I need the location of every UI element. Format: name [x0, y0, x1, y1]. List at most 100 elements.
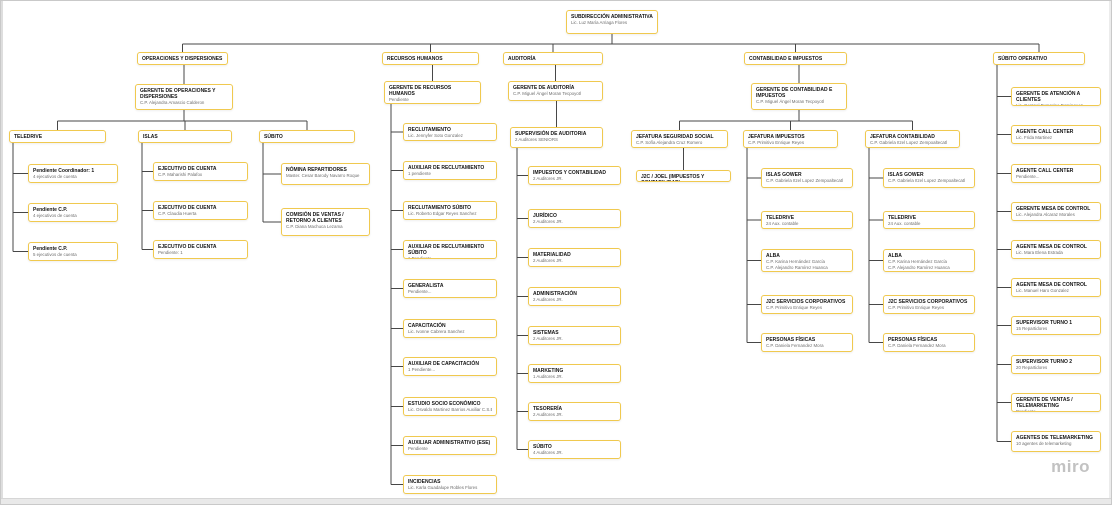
org-node-op[interactable]: OPERACIONES Y DISPERSIONES — [137, 52, 228, 65]
org-node-ci_ger[interactable]: GERENTE DE CONTABILIDAD E IMPUESTOSC.P. … — [751, 83, 847, 110]
org-node-so10[interactable]: AGENTES DE TELEMARKETING10 agentes de te… — [1011, 431, 1101, 452]
org-node-is2[interactable]: EJECUTIVO DE CUENTAC.P. Claudia Huerta — [153, 201, 248, 220]
org-node-subtitle: C.P. Gabriela Itzel Lopez Zempoaltecatl — [766, 178, 848, 184]
org-node-so5[interactable]: AGENTE MESA DE CONTROLLic. Mara Elena Es… — [1011, 240, 1101, 259]
org-node-aud_sup[interactable]: SUPERVISIÓN DE AUDITORIA2 Auditores SENI… — [510, 127, 603, 148]
org-node-jc[interactable]: JEFATURA CONTABILIDADC.P. Gabriela Itzel… — [865, 130, 960, 148]
org-node-rh8[interactable]: ESTUDIO SOCIO ECONÓMICOLic. Osvaldo Mart… — [403, 397, 497, 416]
org-node-islas[interactable]: ISLAS — [138, 130, 232, 143]
org-node-au7[interactable]: TESORERÍA2 Auditores JR. — [528, 402, 621, 421]
org-node-ji4[interactable]: J2C SERVICIOS CORPORATIVOSC.P. Primitivo… — [761, 295, 853, 314]
org-node-root[interactable]: SUBDIRECCIÓN ADMINISTRATIVALic. Luz Marí… — [566, 10, 658, 34]
org-node-subito[interactable]: SÚBITO — [259, 130, 355, 143]
org-node-title: AUXILIAR ADMINISTRATIVO (ESE) — [408, 440, 492, 446]
org-node-is3[interactable]: EJECUTIVO DE CUENTAPendiente: 1 — [153, 240, 248, 259]
org-node-subtitle: Pendiente — [408, 446, 492, 452]
org-node-is1[interactable]: EJECUTIVO DE CUENTAC.P. Maharishi Palafo… — [153, 162, 248, 181]
org-node-title: SÚBITO OPERATIVO — [998, 56, 1080, 62]
org-node-rh4[interactable]: AUXILIAR DE RECLUTAMIENTO SÚBITO1 Pendie… — [403, 240, 497, 259]
org-node-subtitle: 4 ejecutivos de cuenta — [33, 213, 113, 219]
org-node-subtitle: 2 Auditores JR. — [533, 336, 616, 342]
org-node-aud_ger[interactable]: GERENTE DE AUDITORÍAC.P. Miguel Ángel Mo… — [508, 81, 603, 101]
org-node-so3[interactable]: AGENTE CALL CENTERPendiente... — [1011, 164, 1101, 183]
org-node-title: AUDITORÍA — [508, 56, 598, 62]
org-node-td2[interactable]: Pendiente C.P.4 ejecutivos de cuenta — [28, 203, 118, 222]
org-node-au2[interactable]: JURÍDICO2 Auditores JR. — [528, 209, 621, 228]
org-node-subtitle: Pendiente... — [408, 289, 492, 295]
org-node-op_ger[interactable]: GERENTE DE OPERACIONES Y DISPERSIONESC.P… — [135, 84, 233, 110]
org-node-rh9[interactable]: AUXILIAR ADMINISTRATIVO (ESE)Pendiente — [403, 436, 497, 455]
org-node-jc1[interactable]: ISLAS GOWERC.P. Gabriela Itzel Lopez Zem… — [883, 168, 975, 188]
org-node-au5[interactable]: SISTEMAS2 Auditores JR. — [528, 326, 621, 345]
org-node-subtitle: Lic. Alejandra Alcaraz Morales — [1016, 212, 1096, 218]
org-node-title: SUBDIRECCIÓN ADMINISTRATIVA — [571, 14, 653, 20]
org-node-title: GERENTE MESA DE CONTROL — [1016, 206, 1096, 212]
org-node-rh1[interactable]: RECLUTAMIENTOLic. Jennyfer Soto Gonzalez — [403, 123, 497, 141]
org-node-subtitle: Lic. Frida Martinez — [1016, 135, 1096, 141]
org-node-rh6[interactable]: CAPACITACIÓNLic. Ivonne Cabrera Sanchez — [403, 319, 497, 338]
org-node-au4[interactable]: ADMINISTRACIÓN2 Auditores JR. — [528, 287, 621, 306]
org-node-rh[interactable]: RECURSOS HUMANOS — [382, 52, 479, 65]
org-node-jc4[interactable]: J2C SERVICIOS CORPORATIVOSC.P. Primitivo… — [883, 295, 975, 314]
org-node-subtitle: 4 Auditores JR. — [533, 450, 616, 456]
org-node-so7[interactable]: SUPERVISOR TURNO 115 Repartidores — [1011, 316, 1101, 335]
org-node-so4[interactable]: GERENTE MESA DE CONTROLLic. Alejandra Al… — [1011, 202, 1101, 221]
org-node-ji1[interactable]: ISLAS GOWERC.P. Gabriela Itzel Lopez Zem… — [761, 168, 853, 188]
org-node-subtitle: C.P. Diana Machuca Lezama — [286, 224, 365, 230]
org-node-jc3[interactable]: ALBAC.P. Karina Hernández GarcíaC.P. Ale… — [883, 249, 975, 272]
org-node-so[interactable]: SÚBITO OPERATIVO — [993, 52, 1085, 65]
org-node-subtitle: 1 Pendiente... — [408, 256, 492, 259]
org-node-jc2[interactable]: TELEDRIVE24 Aux. contable — [883, 211, 975, 229]
org-node-subtitle: C.P. Miguel Ángel Moran Tecpoyotl — [756, 99, 842, 105]
org-node-title: GERENTE DE VENTAS / TELEMARKETING — [1016, 397, 1096, 410]
org-node-so1[interactable]: GERENTE DE ATENCIÓN A CLIENTESLic. Gerza… — [1011, 87, 1101, 106]
org-node-rh7[interactable]: AUXILIAR DE CAPACITACIÓN1 Pendiente... — [403, 357, 497, 376]
org-node-title: AUXILIAR DE RECLUTAMIENTO — [408, 165, 492, 171]
org-node-jc5[interactable]: PERSONAS FÍSICASC.P. Daniela Fernandez M… — [883, 333, 975, 352]
org-node-teledrive[interactable]: TELEDRIVE — [9, 130, 106, 143]
org-node-rh2[interactable]: AUXILIAR DE RECLUTAMIENTO1 pendiente — [403, 161, 497, 180]
org-node-ci[interactable]: CONTABILIDAD E IMPUESTOS — [744, 52, 847, 65]
org-node-subtitle: C.P. Alejandro Ramírez Huanca — [766, 265, 848, 271]
org-node-so2[interactable]: AGENTE CALL CENTERLic. Frida Martinez — [1011, 125, 1101, 144]
org-node-ji3[interactable]: ALBAC.P. Karina Hernández GarcíaC.P. Ale… — [761, 249, 853, 272]
horizontal-scrollbar[interactable] — [0, 498, 1112, 505]
org-node-ji[interactable]: JEFATURA IMPUESTOSC.P. Primitivo Enrique… — [743, 130, 838, 148]
org-node-so8[interactable]: SUPERVISOR TURNO 220 Repartidores — [1011, 355, 1101, 374]
org-node-subtitle: 2 Auditores JR. — [533, 412, 616, 418]
org-node-title: J2C SERVICIOS CORPORATIVOS — [766, 299, 848, 305]
org-node-td1[interactable]: Pendiente Coordinador: 14 ejecutivos de … — [28, 164, 118, 183]
org-node-rh3[interactable]: RECLUTAMIENTO SÚBITOLic. Roberto Edgar R… — [403, 201, 497, 220]
org-node-subtitle: 4 ejecutivos de cuenta — [33, 174, 113, 180]
org-node-subtitle: C.P. Miguel Ángel Moran Tecpoyotl — [513, 91, 598, 97]
org-node-subtitle: C.P. Sofía Alejandra Cruz Romero — [636, 140, 723, 146]
org-node-subtitle: C.P. Gabriela Itzel Lopez Zempoaltecatl — [888, 178, 970, 184]
org-node-jss1[interactable]: J2C / JOEL (IMPUESTOS Y CONTABILIDAD) — [636, 170, 731, 182]
org-node-su2[interactable]: COMISIÓN DE VENTAS / RETORNO A CLIENTESC… — [281, 208, 370, 236]
org-node-subtitle: 2 Auditores SENIORS — [515, 137, 598, 143]
org-node-au3[interactable]: MATERIALIDAD2 Auditores JR. — [528, 248, 621, 267]
org-node-ji2[interactable]: TELEDRIVE24 Aux. contable — [761, 211, 853, 229]
org-node-ji5[interactable]: PERSONAS FÍSICASC.P. Daniela Fernandez M… — [761, 333, 853, 352]
org-node-au6[interactable]: MARKETING1 Auditores JR. — [528, 364, 621, 383]
org-node-subtitle: C.P. Primitivo Enrique Reyes — [748, 140, 833, 146]
org-node-td3[interactable]: Pendiente C.P.5 ejecutivos de cuenta — [28, 242, 118, 261]
org-node-title: ESTUDIO SOCIO ECONÓMICO — [408, 401, 492, 407]
org-node-aud[interactable]: AUDITORÍA — [503, 52, 603, 65]
org-node-so6[interactable]: AGENTE MESA DE CONTROLLic. Manuel Haro G… — [1011, 278, 1101, 297]
org-node-au1[interactable]: IMPUESTOS Y CONTABILIDAD2 Auditores JR. — [528, 166, 621, 185]
org-node-au8[interactable]: SÚBITO4 Auditores JR. — [528, 440, 621, 459]
org-node-title: GERENTE DE ATENCIÓN A CLIENTES — [1016, 91, 1096, 104]
org-node-subtitle: 1 pendiente — [408, 171, 492, 177]
org-node-jss[interactable]: JEFATURA SEGURIDAD SOCIALC.P. Sofía Alej… — [631, 130, 728, 148]
org-node-title: JEFATURA SEGURIDAD SOCIAL — [636, 134, 723, 140]
org-node-subtitle: Lic. Luz María Arriaga Flores — [571, 20, 653, 26]
org-node-rh10[interactable]: INCIDENCIASLic. Karla Guadalupe Robles F… — [403, 475, 497, 494]
org-node-subtitle: 10 agentes de telemarketing — [1016, 441, 1096, 447]
org-node-rh_ger[interactable]: GERENTE DE RECURSOS HUMANOSPendiente — [384, 81, 481, 104]
org-node-su1[interactable]: NÓMINA REPARTIDORESMaster. Cesar Barody … — [281, 163, 370, 185]
org-node-subtitle: Pendiente — [389, 97, 476, 103]
org-node-so9[interactable]: GERENTE DE VENTAS / TELEMARKETINGPendien… — [1011, 393, 1101, 412]
org-node-rh5[interactable]: GENERALISTAPendiente... — [403, 279, 497, 298]
